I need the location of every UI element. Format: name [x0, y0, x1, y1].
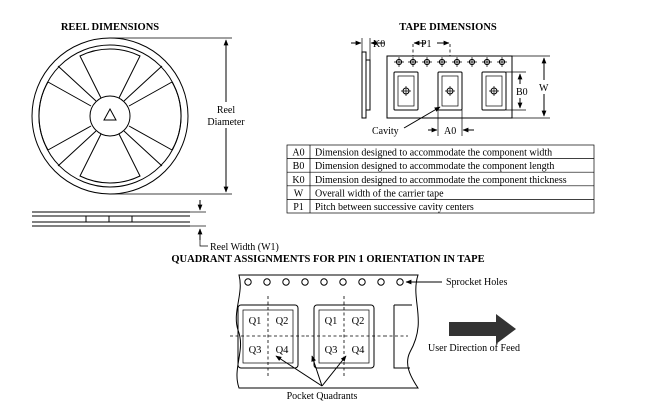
- legend-desc-w: Overall width of the carrier tape: [315, 188, 444, 199]
- legend-code-w: W: [294, 188, 304, 199]
- cavity-callout: Cavity: [372, 106, 441, 137]
- reel-width-dimension: Reel Width (W1): [190, 200, 279, 253]
- legend-desc-a0: Dimension designed to accommodate the co…: [315, 148, 552, 159]
- k0-label: K0: [373, 39, 385, 50]
- pocket1-q4: Q4: [276, 345, 290, 356]
- reel-dimensions-title: REEL DIMENSIONS: [61, 22, 159, 33]
- pocket1-q3: Q3: [249, 345, 262, 356]
- pocket2-q1: Q1: [325, 316, 338, 327]
- w-dimension: W: [512, 55, 550, 119]
- quadrant-title: QUADRANT ASSIGNMENTS FOR PIN 1 ORIENTATI…: [171, 254, 484, 265]
- tape-drawing: [361, 44, 513, 119]
- dimension-legend-table: A0 Dimension designed to accommodate the…: [286, 144, 595, 214]
- pocket2-q3: Q3: [325, 345, 338, 356]
- a0-dimension: A0: [428, 110, 474, 137]
- reel-diameter-dimension: Reel Diameter: [110, 37, 245, 195]
- pocket-quadrants-callout: [275, 355, 347, 387]
- pocket2-q2: Q2: [352, 316, 365, 327]
- reel-front-view: [31, 37, 189, 195]
- sprocket-holes-label: Sprocket Holes: [446, 277, 507, 288]
- reel-side-view: [32, 211, 190, 227]
- legend-code-b0: B0: [293, 161, 305, 172]
- pocket2-q4: Q4: [352, 345, 366, 356]
- legend-desc-b0: Dimension designed to accommodate the co…: [315, 161, 554, 172]
- legend-desc-k0: Dimension designed to accommodate the co…: [315, 175, 567, 186]
- reel-center-triangle-icon: [103, 107, 117, 121]
- quadrant-tape: [230, 274, 419, 389]
- a0-label: A0: [444, 126, 456, 137]
- p1-label: P1: [421, 39, 432, 50]
- legend-code-k0: K0: [292, 175, 304, 186]
- pocket-1-quadrants: Q1 Q2 Q3 Q4: [249, 316, 290, 356]
- pocket1-q1: Q1: [249, 316, 262, 327]
- p1-dimension: P1: [413, 39, 450, 50]
- reel-diameter-label-line2: Diameter: [207, 117, 245, 128]
- legend-code-p1: P1: [293, 202, 304, 213]
- w-label: W: [539, 83, 549, 94]
- legend-code-a0: A0: [292, 148, 304, 159]
- reel-width-label: Reel Width (W1): [210, 242, 279, 253]
- b0-dimension: B0: [506, 71, 528, 111]
- cavity-label: Cavity: [372, 126, 399, 137]
- pocket-2-quadrants: Q1 Q2 Q3 Q4: [325, 316, 366, 356]
- pocket1-q2: Q2: [276, 316, 289, 327]
- feed-direction-arrow-icon: [449, 314, 516, 344]
- feed-direction-label: User Direction of Feed: [428, 343, 520, 354]
- reel-diameter-label-line1: Reel: [217, 105, 236, 116]
- k0-dimension: K0: [351, 38, 385, 60]
- b0-label: B0: [516, 87, 528, 98]
- sprocket-holes-callout: Sprocket Holes: [405, 277, 507, 288]
- pocket-quadrants-label: Pocket Quadrants: [287, 391, 358, 402]
- legend-desc-p1: Pitch between successive cavity centers: [315, 202, 474, 213]
- tape-dimensions-title: TAPE DIMENSIONS: [399, 22, 497, 33]
